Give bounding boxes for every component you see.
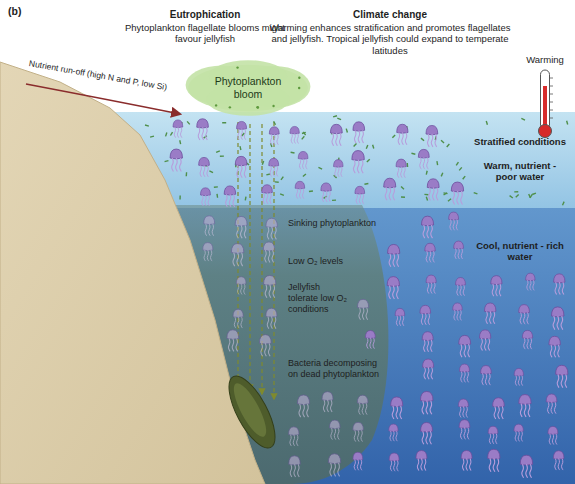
column-heading: Climate change: [290, 9, 490, 21]
process-label: Low O₂ levels: [288, 256, 368, 267]
process-label: Sinking phytoplankton: [288, 218, 398, 229]
note-text: Phytoplankton flagellate blooms might fa…: [115, 22, 295, 45]
panel-letter: (b): [8, 5, 48, 18]
thermometer: [539, 70, 554, 138]
process-label: Jellyfish tolerate low O₂ conditions: [288, 282, 352, 314]
decomposing-sediment: [220, 370, 284, 455]
layer-label: Warm, nutrient - poor water: [472, 160, 568, 183]
process-label: Bacteria decomposing on dead phytoplankt…: [288, 358, 388, 380]
thermometer-label: Warming: [517, 54, 573, 65]
column-heading: Eutrophication: [105, 9, 305, 21]
layer-label: Cool, nutrient - rich water: [472, 240, 568, 263]
note-text: Warming enhances stratification and prom…: [268, 22, 513, 56]
coast-slope: [0, 62, 265, 484]
phytoplankton-specks: [145, 116, 568, 206]
bloom-cloud: Phytoplankton bloom: [183, 59, 313, 117]
node-text: Phytoplankton bloom: [200, 75, 296, 100]
jellyfish-swarm: [170, 119, 568, 478]
layer-label: Stratified conditions: [470, 136, 570, 147]
runoff-label: Nutrient run-off (high N and P, low Si): [28, 58, 202, 98]
